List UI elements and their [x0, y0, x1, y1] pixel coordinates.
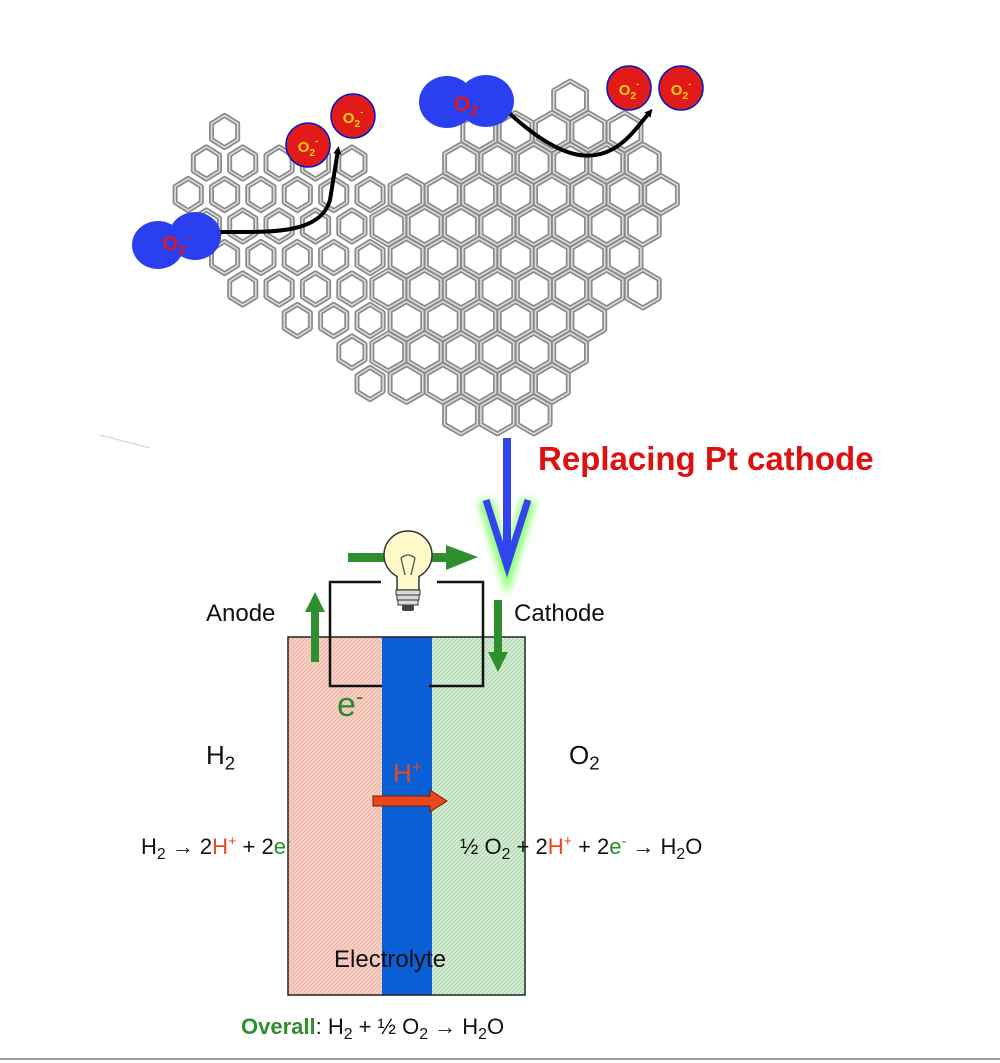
overall-equation: Overall: H2 + ½ O2 → H2O [241, 1014, 505, 1043]
external-circuit [328, 580, 485, 688]
oxygen-gas-label: O2 [569, 740, 600, 774]
anode-label: Anode [206, 600, 276, 627]
left-product-2: O2- [343, 107, 364, 130]
right-product-pair: O2- O2- [606, 65, 704, 111]
anode-region [288, 637, 382, 995]
right-product-1: O2- [619, 79, 640, 102]
cell-outline [287, 636, 526, 996]
fuel-cell [287, 636, 526, 996]
faint-decoration [99, 434, 151, 449]
graphene-sheet-highlight [174, 80, 679, 435]
cathode-region [432, 637, 525, 995]
right-oxygen-molecule: O2 [419, 75, 514, 128]
left-product-1: O2- [298, 136, 319, 159]
left-oxygen-molecule: O2- [132, 212, 221, 269]
cathode-label: Cathode [514, 600, 605, 627]
right-reaction-arrow [506, 108, 653, 158]
cathode-equation: ½ O2 + 2H+ + 2e- → H2O [460, 834, 703, 863]
left-product-pair: O2- O2- [285, 93, 376, 168]
left-reaction-arrow [217, 146, 342, 235]
replacing-pt-cathode-title: Replacing Pt cathode [538, 440, 874, 477]
replace-down-arrow [478, 438, 536, 596]
light-bulb-icon [383, 530, 433, 611]
electrolyte-membrane [382, 637, 432, 995]
right-source-label: O2 [454, 93, 479, 119]
bottom-border [0, 1058, 1000, 1060]
proton-flow-arrow [372, 789, 448, 813]
proton-label: H+ [393, 757, 422, 788]
electron-label: e- [337, 683, 364, 724]
electrolyte-label: Electrolyte [334, 946, 447, 973]
right-product-2: O2- [671, 79, 692, 102]
overall-keyword: Overall [241, 1014, 316, 1039]
left-source-label: O2- [162, 231, 189, 257]
anode-equation: H2 → 2H+ + 2e- [141, 834, 291, 863]
hydrogen-gas-label: H2 [206, 740, 236, 774]
